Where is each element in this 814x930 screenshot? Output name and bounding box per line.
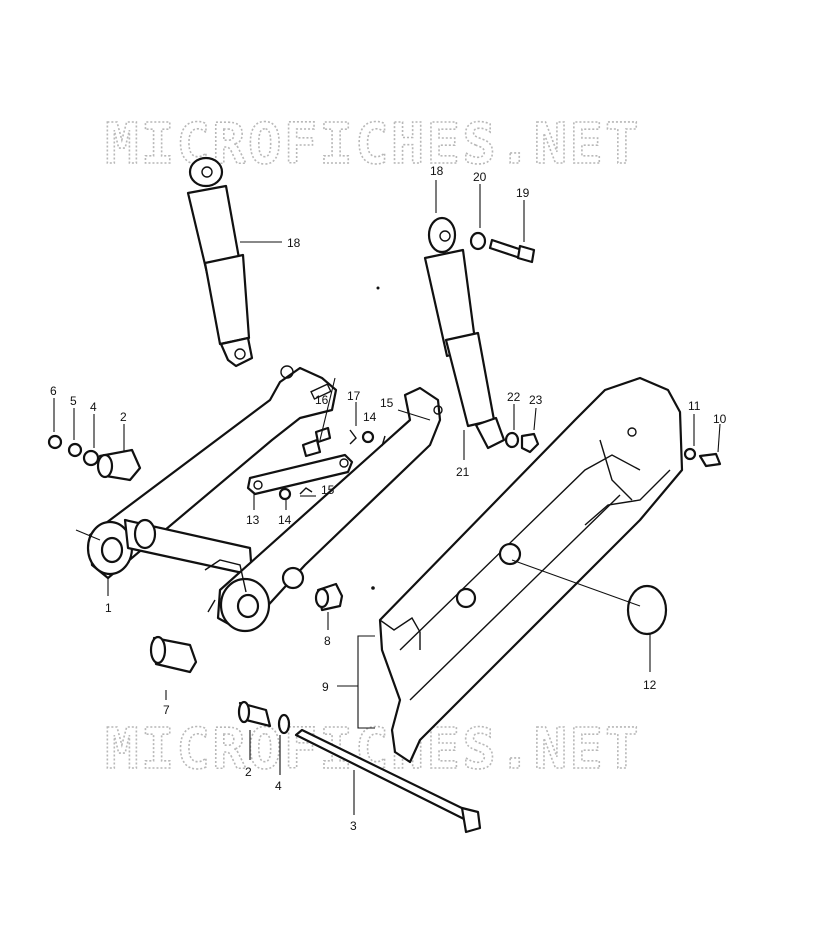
washer-22 bbox=[504, 431, 520, 449]
bolt-10 bbox=[698, 452, 722, 468]
callout-9: 9 bbox=[322, 680, 329, 694]
callout-23: 23 bbox=[529, 393, 543, 407]
nut-23 bbox=[520, 432, 540, 454]
callout-14-bottom: 14 bbox=[278, 513, 292, 527]
callout-22: 22 bbox=[507, 390, 521, 404]
callout-18-left: 18 bbox=[287, 236, 301, 250]
callout-15-bottom: 15 bbox=[321, 483, 335, 497]
callout-12: 12 bbox=[643, 678, 657, 692]
left-hardware bbox=[47, 434, 142, 482]
torque-link bbox=[246, 453, 354, 496]
washer-bottom bbox=[277, 713, 291, 735]
bolt-16 bbox=[301, 426, 332, 458]
clip-17 bbox=[349, 429, 357, 445]
callout-13: 13 bbox=[246, 513, 260, 527]
callout-4-bottom: 4 bbox=[275, 779, 282, 793]
callout-20: 20 bbox=[473, 170, 487, 184]
pin-15-top bbox=[381, 435, 386, 447]
callout-8: 8 bbox=[324, 634, 331, 648]
callout-14-top: 14 bbox=[363, 410, 377, 424]
callout-3: 3 bbox=[350, 819, 357, 833]
left-shock-absorber bbox=[186, 156, 254, 368]
callout-16: 16 bbox=[315, 393, 329, 407]
cover-disc bbox=[626, 584, 668, 636]
callout-2-bottom: 2 bbox=[245, 765, 252, 779]
plug-8 bbox=[314, 582, 344, 612]
right-shock-absorber bbox=[423, 216, 506, 450]
nut-14-bottom bbox=[278, 487, 292, 501]
chain-case bbox=[378, 376, 684, 764]
callout-7: 7 bbox=[163, 703, 170, 717]
callout-17: 17 bbox=[347, 389, 361, 403]
callout-2-top: 2 bbox=[120, 410, 127, 424]
callout-5: 5 bbox=[70, 394, 77, 408]
callout-11: 11 bbox=[688, 399, 701, 413]
bolt-19 bbox=[488, 238, 536, 264]
nut-14-top bbox=[361, 430, 375, 444]
watermark-top: MICROFICHES.NET bbox=[105, 112, 641, 177]
callout-1: 1 bbox=[105, 601, 112, 615]
callout-21: 21 bbox=[456, 465, 470, 479]
swing-arm bbox=[86, 365, 443, 633]
callout-6: 6 bbox=[50, 384, 57, 398]
callout-10: 10 bbox=[713, 412, 727, 426]
callout-19: 19 bbox=[516, 186, 530, 200]
washer-11 bbox=[683, 447, 697, 461]
pivot-shaft bbox=[294, 728, 482, 834]
callout-15-top: 15 bbox=[380, 396, 394, 410]
callout-18-right: 18 bbox=[430, 164, 444, 178]
callout-numbers: 18 18 20 19 6 5 4 2 1 7 2 4 3 8 9 12 11 … bbox=[50, 164, 727, 833]
washer-20 bbox=[469, 231, 487, 251]
leader-lines bbox=[53, 180, 721, 815]
callout-4-top: 4 bbox=[90, 400, 97, 414]
spacer-7 bbox=[149, 635, 198, 674]
pin-15-bottom bbox=[299, 487, 313, 495]
bushing-bottom bbox=[237, 700, 272, 728]
